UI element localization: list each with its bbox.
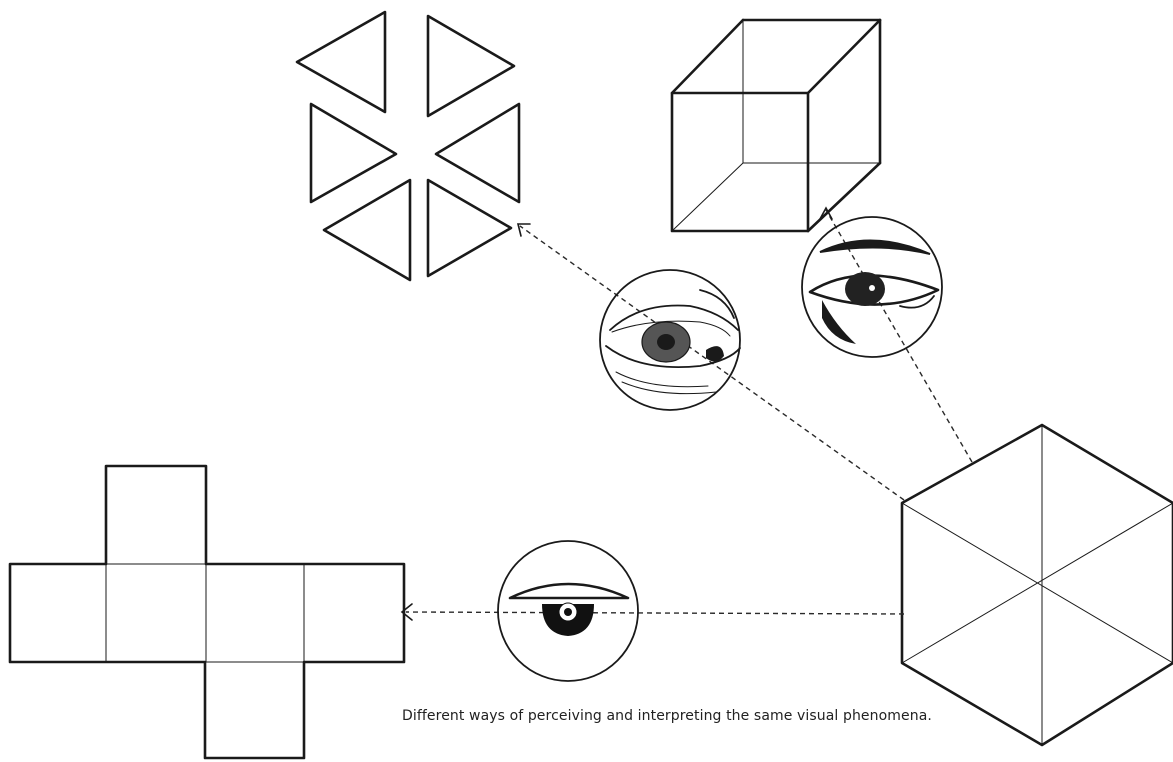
figure-caption: Different ways of perceiving and interpr…: [402, 708, 932, 724]
cube-front-face: [670, 91, 810, 233]
triangle-top-left: [295, 10, 387, 114]
cube-net-outline: [8, 464, 406, 760]
tilted-eye-icon: [599, 269, 741, 411]
triangle-mid-left: [309, 102, 398, 204]
front-view-eye-icon: [497, 540, 639, 682]
arrowhead-net: [400, 603, 413, 621]
hexagon-outline: [900, 423, 1173, 747]
cube-edge-tl: [670, 18, 745, 95]
triangle-top-right: [426, 14, 516, 118]
arrowhead-triangles: [516, 223, 531, 237]
sight-lines: [400, 206, 973, 621]
side-eye-icon: [801, 216, 943, 358]
triangle-bottom-left: [322, 178, 412, 282]
triangle-bottom-right: [426, 178, 513, 278]
triangle-mid-right: [434, 102, 521, 204]
cube-edge-bl: [671, 162, 744, 232]
wireframe-cube-figure: [670, 18, 882, 233]
six-triangles-figure: [295, 10, 521, 282]
sight-line-to-net: [405, 611, 905, 615]
arrowhead-cube: [819, 206, 833, 220]
cube-net-figure: [8, 464, 406, 760]
cube-edge-br: [806, 161, 882, 233]
hexagon-figure: [900, 423, 1173, 747]
sight-line-to-cube: [825, 209, 973, 463]
hexagon-diagonal-3: [901, 502, 1173, 664]
cube-edge-tr: [806, 18, 882, 95]
